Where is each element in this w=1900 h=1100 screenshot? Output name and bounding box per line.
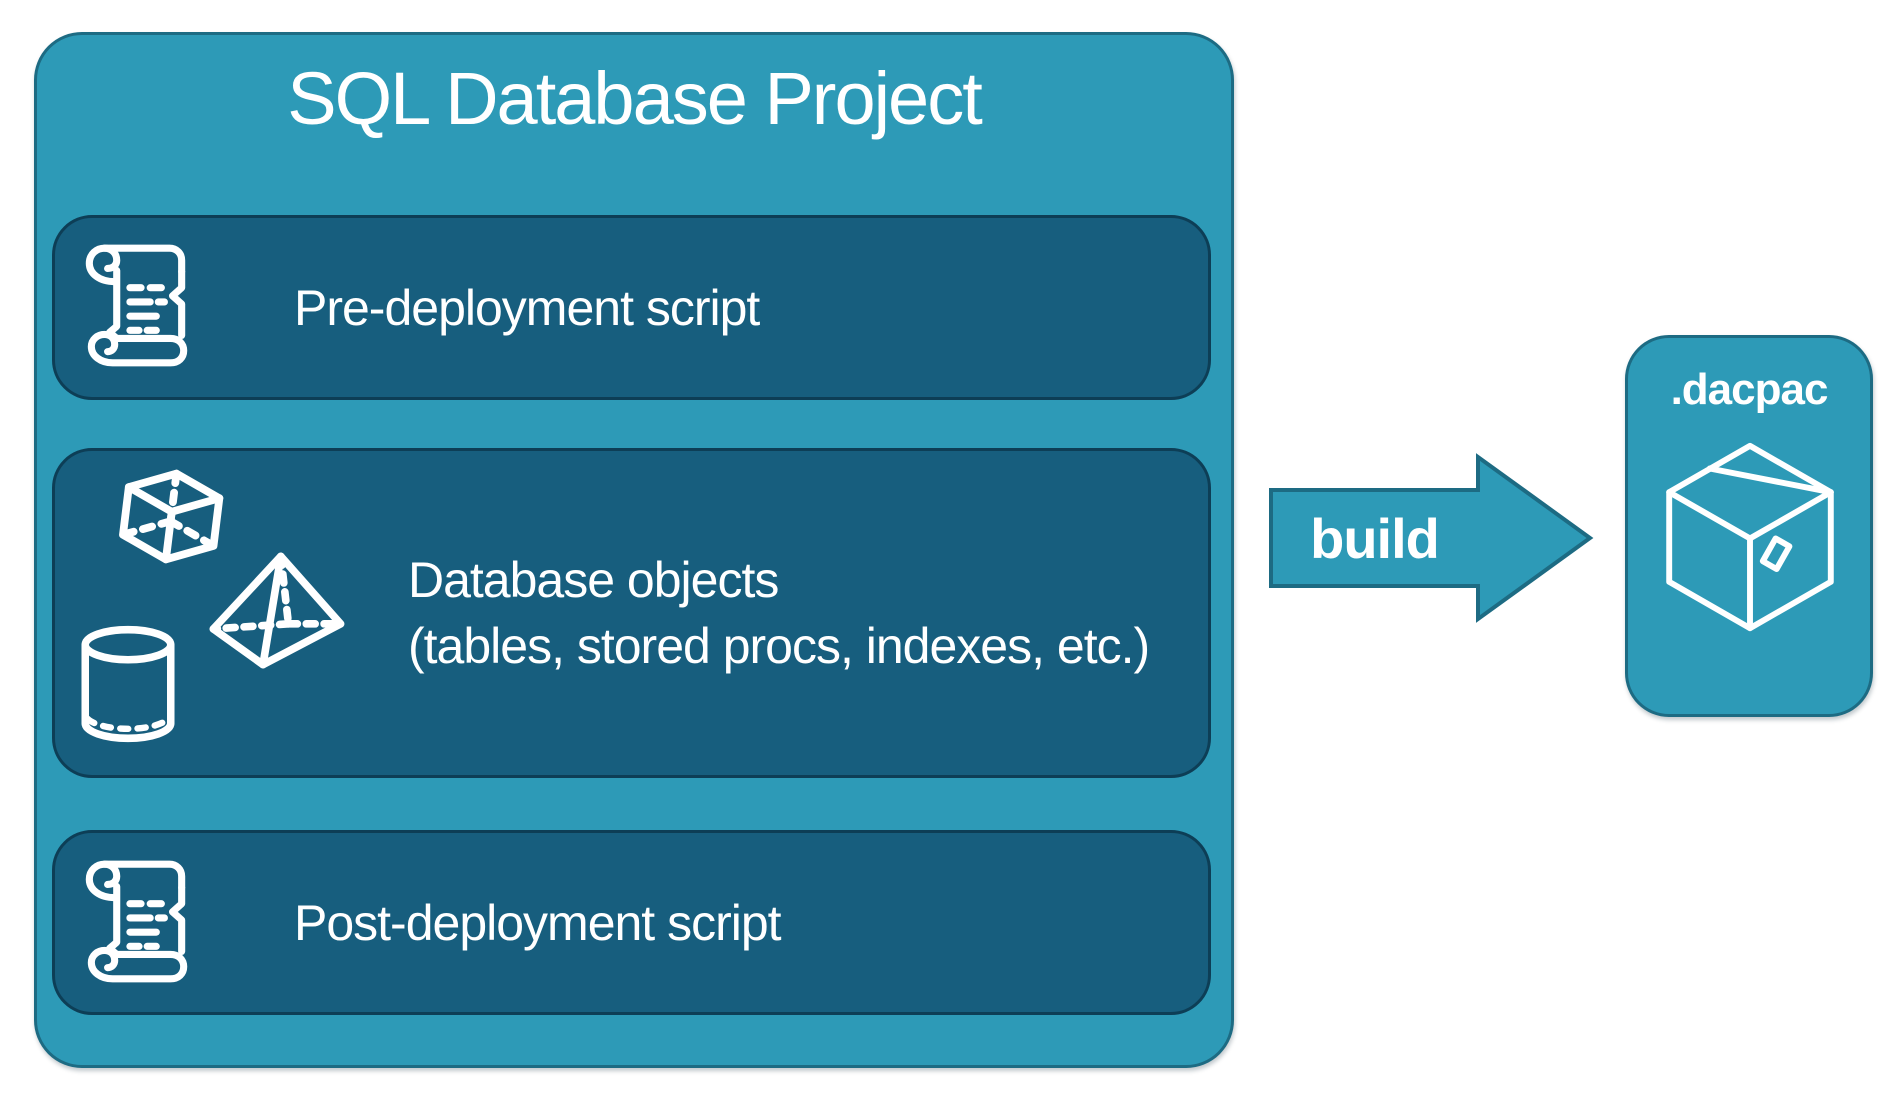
build-arrow-icon [1269, 453, 1594, 623]
scroll-icon [85, 860, 188, 983]
post-deployment-label: Post-deployment script [294, 894, 782, 951]
pyramid-icon [209, 552, 345, 669]
pre-deployment-label: Pre-deployment script [294, 279, 760, 336]
database-objects-label: Database objects [408, 552, 779, 608]
dacpac-label: .dacpac [1670, 365, 1829, 414]
database-objects-sublabel: (tables, stored procs, indexes, etc.) [408, 618, 1150, 674]
cylinder-icon [81, 625, 175, 743]
build-label: build [1310, 506, 1440, 570]
post-deployment-panel: Post-deployment script [52, 830, 1211, 1015]
cube-icon [119, 469, 224, 564]
project-title: SQL Database Project [287, 57, 983, 140]
pre-deployment-panel: Pre-deployment script [52, 215, 1211, 400]
package-icon [1666, 442, 1834, 632]
database-objects-label-group: Database objects (tables, stored procs, … [408, 451, 1150, 775]
database-objects-panel: Database objects (tables, stored procs, … [52, 448, 1211, 778]
scroll-icon [85, 244, 188, 367]
